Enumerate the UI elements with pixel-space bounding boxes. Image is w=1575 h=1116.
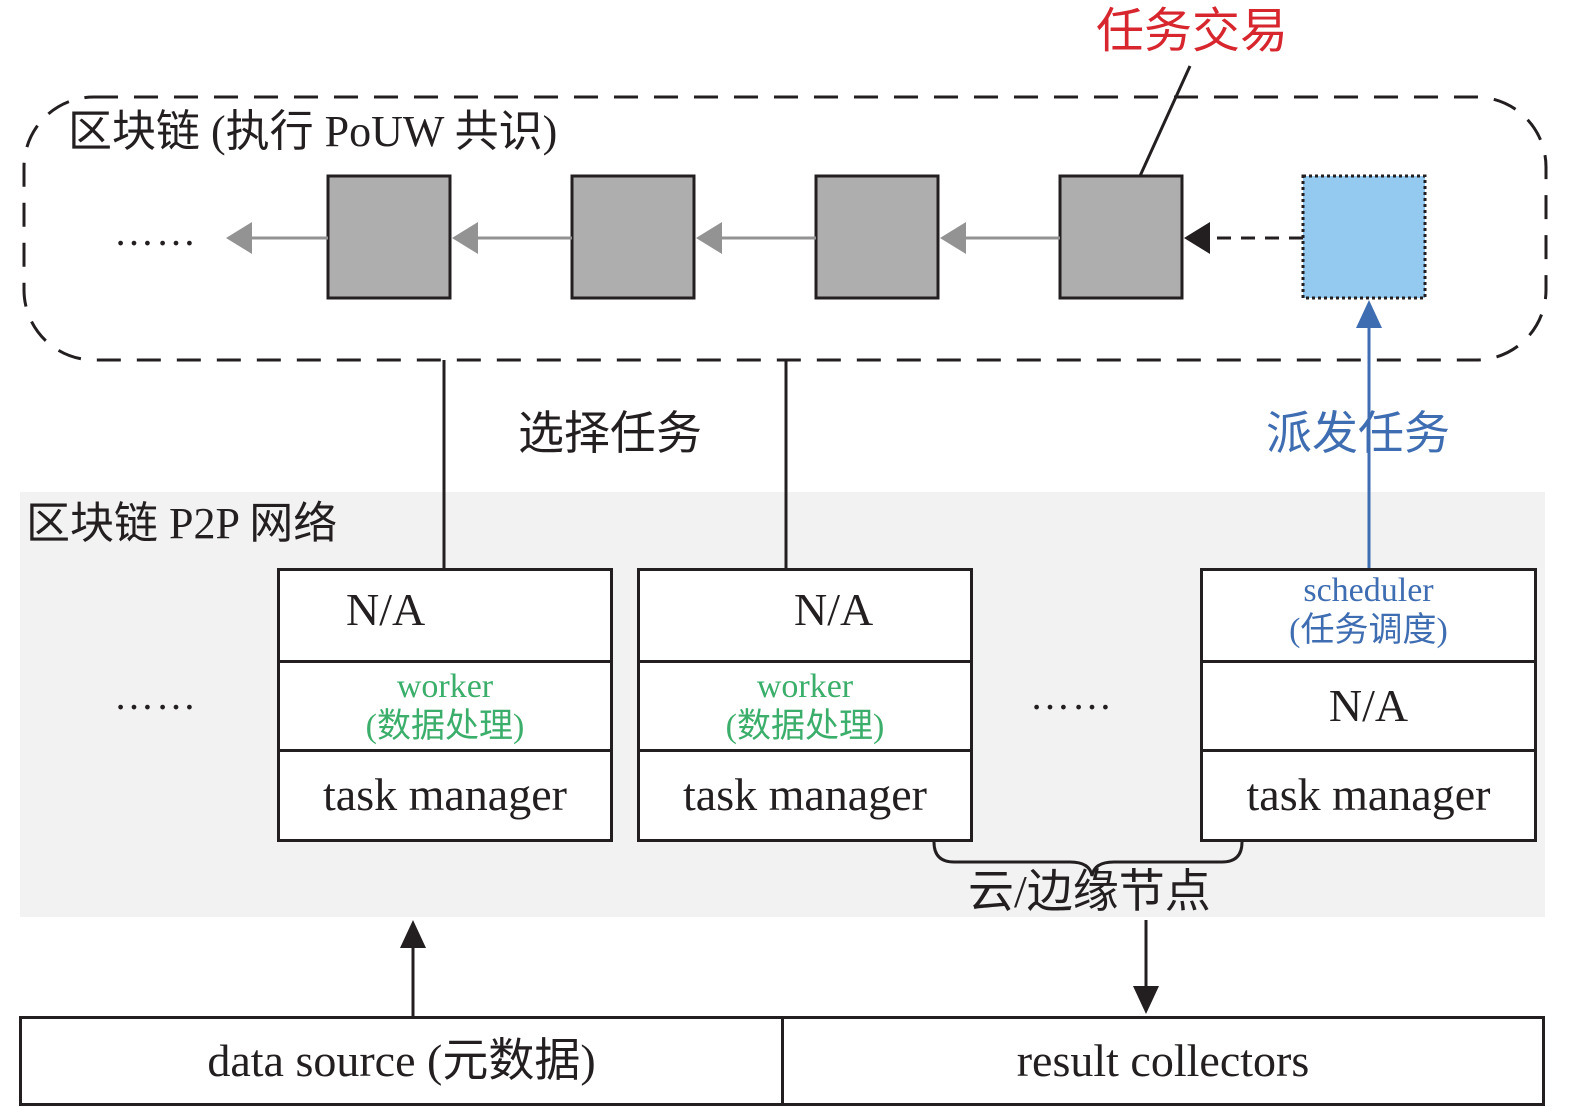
worker-role-label: worker <box>396 668 494 705</box>
chain-ellipsis: …… <box>114 209 198 254</box>
worker-node-1[interactable]: N/A worker (数据处理) task manager <box>277 568 613 842</box>
node-3-scheduler-cell: scheduler (任务调度) <box>1203 571 1534 663</box>
block-1[interactable] <box>326 174 452 300</box>
task-transaction-callout <box>1138 65 1192 177</box>
pending-arrow <box>1184 222 1303 254</box>
nodes-ellipsis-left: …… <box>114 673 198 718</box>
node-2-top-cell: N/A <box>794 584 874 635</box>
node-2-worker-cell: worker (数据处理) <box>640 660 970 752</box>
scheduler-node[interactable]: scheduler (任务调度) N/A task manager <box>1200 568 1537 842</box>
cloud-edge-brace <box>932 841 1244 877</box>
cloud-edge-label: 云/边缘节点 <box>968 866 1211 917</box>
node-1-task-manager: task manager <box>280 749 610 842</box>
nodes-ellipsis-middle: …… <box>1030 673 1114 718</box>
chain-arrow-2 <box>452 222 572 254</box>
chain-arrow-1 <box>226 222 328 254</box>
chain-arrow-3 <box>696 222 816 254</box>
data-source-arrow <box>400 920 426 1016</box>
block-2[interactable] <box>570 174 696 300</box>
result-collectors-arrow <box>1133 920 1159 1014</box>
chain-arrow-4 <box>940 222 1060 254</box>
dispatch-task-arrow <box>1356 300 1382 570</box>
data-source-box[interactable]: data source (元数据) <box>19 1016 784 1106</box>
select-task-label: 选择任务 <box>518 408 702 459</box>
node-3-task-manager: task manager <box>1203 749 1534 842</box>
scheduler-role-label: scheduler <box>1303 572 1434 609</box>
task-transaction-label: 任务交易 <box>1096 5 1289 58</box>
dispatch-task-label: 派发任务 <box>1266 408 1450 459</box>
node-1-worker-cell: worker (数据处理) <box>280 660 610 752</box>
worker-node-2[interactable]: N/A worker (数据处理) task manager <box>637 568 973 842</box>
node-2-task-manager: task manager <box>640 749 970 842</box>
scheduler-role-desc: (任务调度) <box>1289 612 1448 649</box>
worker-role-label: worker <box>756 668 854 705</box>
blockchain-title: 区块链 (执行 PoUW 共识) <box>68 107 558 156</box>
worker-role-desc: (数据处理) <box>365 708 525 745</box>
worker-role-desc: (数据处理) <box>725 708 885 745</box>
block-4[interactable] <box>1058 174 1184 300</box>
p2p-network-title: 区块链 P2P 网络 <box>26 499 338 548</box>
block-3[interactable] <box>814 174 940 300</box>
node-1-top-cell: N/A <box>346 584 426 635</box>
node-3-middle-cell: N/A <box>1203 660 1534 752</box>
block-new[interactable] <box>1301 174 1427 300</box>
result-collectors-box[interactable]: result collectors <box>781 1016 1545 1106</box>
